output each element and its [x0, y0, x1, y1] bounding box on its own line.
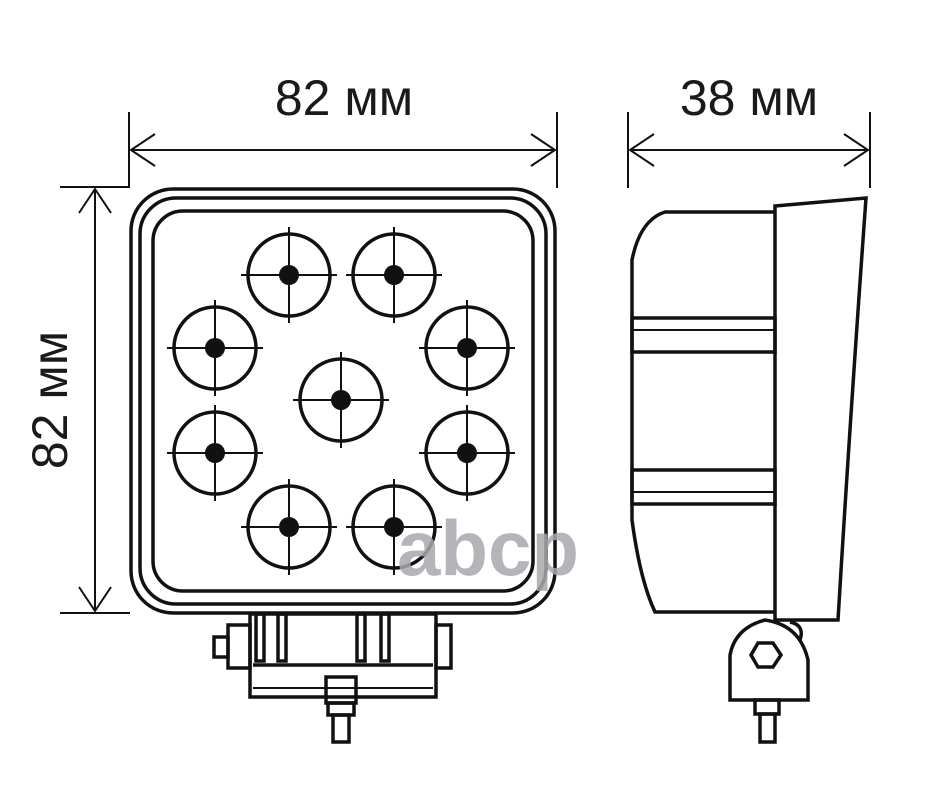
led-lens: [346, 479, 442, 575]
watermark-logo: аbср: [397, 504, 579, 592]
height-dimension: 82 мм: [22, 186, 130, 614]
led-lens: [419, 300, 515, 396]
led-lens: [346, 227, 442, 323]
led-lens: [241, 227, 337, 323]
side-view: [630, 196, 868, 744]
led-array: [167, 227, 515, 575]
led-lens: [419, 405, 515, 501]
width-label: 82 мм: [275, 70, 413, 126]
height-label: 82 мм: [22, 331, 78, 469]
mount-bracket: [212, 612, 453, 744]
width-dimension: 82 мм: [128, 70, 558, 188]
depth-dimension: 38 мм: [627, 70, 871, 188]
led-lens: [241, 479, 337, 575]
led-lens: [293, 352, 389, 448]
led-lens: [167, 405, 263, 501]
front-view: [129, 187, 557, 744]
led-lens: [167, 300, 263, 396]
depth-label: 38 мм: [680, 70, 818, 126]
